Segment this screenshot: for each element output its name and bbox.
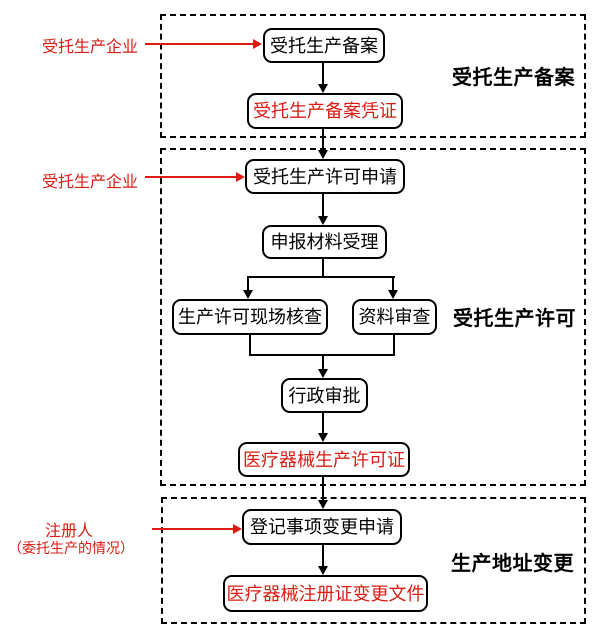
section-frame-filing (160, 14, 586, 138)
connector-merge-right (393, 335, 395, 356)
connector-certificate-to-application (322, 129, 324, 150)
connector-license-to-change (322, 477, 324, 500)
arrow-down-icon-9 (318, 566, 328, 575)
actor-arrow-line-3 (152, 528, 233, 530)
node-change-application: 登记事项变更申请 (242, 509, 402, 545)
connector-change-to-document (322, 545, 324, 566)
section-frame-license (160, 148, 586, 486)
arrow-down-icon-5 (388, 290, 398, 299)
arrow-down-icon-2 (318, 150, 328, 159)
section-frame-address-change (161, 497, 586, 624)
arrow-down-icon-4 (243, 290, 253, 299)
actor-label-license: 受托生产企业 (42, 174, 139, 191)
connector-merge-to-approval (322, 355, 324, 369)
arrow-down-icon-3 (318, 216, 328, 225)
actor-label-filing: 受托生产企业 (42, 39, 139, 56)
actor-label-registrant: 注册人 (45, 523, 94, 540)
connector-split-horizontal (247, 276, 395, 278)
node-entrust-filing: 受托生产备案 (263, 28, 385, 63)
connector-merge-left (249, 335, 251, 356)
arrow-down-icon-1 (318, 84, 328, 93)
actor-arrow-right-icon-2 (236, 172, 245, 182)
connector-split-right (392, 277, 394, 290)
node-document-review: 资料审查 (352, 299, 437, 335)
actor-arrow-line-1 (145, 43, 253, 45)
node-production-license-certificate: 医疗器械生产许可证 (238, 442, 410, 477)
arrow-down-icon-8 (318, 500, 328, 509)
connector-approval-to-license (322, 413, 324, 433)
arrow-down-icon-6 (318, 369, 328, 378)
connector-application-to-acceptance (322, 194, 324, 216)
node-administrative-approval: 行政审批 (281, 378, 368, 413)
actor-arrow-right-icon-3 (233, 524, 242, 534)
arrow-down-icon-7 (318, 433, 328, 442)
section-label-filing: 受托生产备案 (452, 67, 575, 89)
node-material-acceptance: 申报材料受理 (262, 225, 387, 259)
section-label-license: 受托生产许可 (453, 308, 576, 330)
node-license-application: 受托生产许可申请 (245, 159, 405, 194)
actor-arrow-right-icon-1 (253, 39, 262, 49)
node-registration-change-document: 医疗器械注册证变更文件 (223, 575, 428, 612)
connector-split-left (247, 277, 249, 290)
node-onsite-inspection: 生产许可现场核查 (172, 299, 328, 335)
connector-filing-to-certificate (322, 63, 324, 84)
section-label-address-change: 生产地址变更 (451, 553, 574, 575)
connector-acceptance-to-split (322, 259, 324, 278)
node-filing-certificate: 受托生产备案凭证 (247, 93, 403, 129)
actor-sublabel-registrant: （委托生产的情况） (8, 540, 134, 556)
actor-arrow-line-2 (145, 176, 236, 178)
